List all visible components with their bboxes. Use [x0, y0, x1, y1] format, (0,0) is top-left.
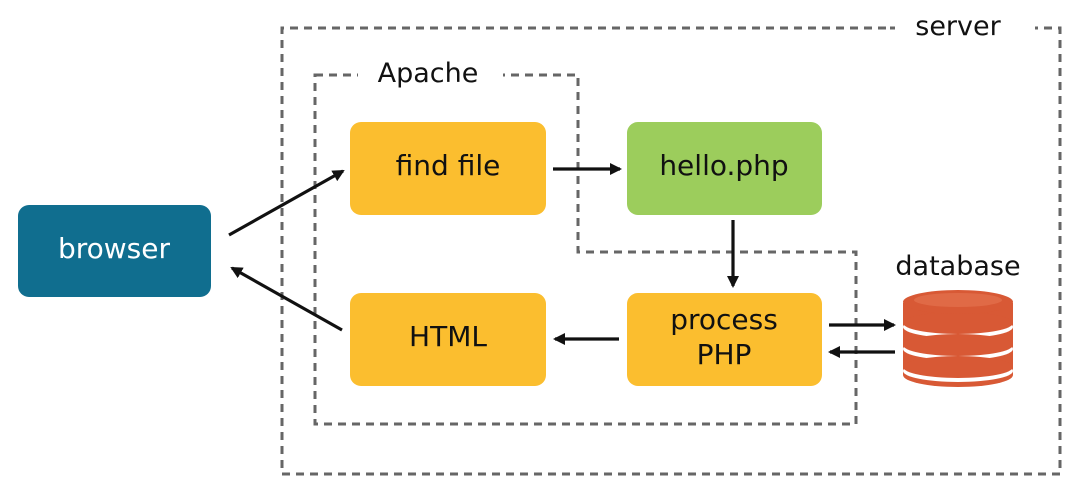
database-top-cap — [903, 290, 1013, 314]
hello-php-label: hello.php — [659, 149, 788, 182]
database-top-shine — [914, 293, 1002, 307]
process-php-node: process PHP — [627, 293, 822, 386]
arrow-html-to-browser — [230, 266, 343, 332]
find-file-node: find file — [350, 122, 546, 215]
hello-php-box — [627, 122, 822, 215]
browser-box — [18, 205, 211, 297]
browser-label: browser — [58, 232, 171, 265]
html-box — [350, 293, 546, 386]
database-icon — [903, 290, 1013, 387]
process-php-box — [627, 293, 822, 386]
browser-node: browser — [18, 205, 211, 297]
database-label: database — [895, 251, 1020, 282]
database-segment-1 — [903, 312, 1013, 334]
apache-boundary — [313, 73, 858, 426]
html-label: HTML — [409, 320, 487, 353]
server-label-mask — [895, 10, 1035, 48]
arrow-browser-to-find-file — [228, 169, 345, 237]
find-file-label: find file — [396, 149, 501, 182]
apache-label-mask — [358, 54, 503, 92]
server-label: server — [915, 11, 1001, 42]
database-segment-2 — [903, 334, 1013, 356]
process-php-label-line-1: process — [670, 303, 778, 336]
html-node: HTML — [350, 293, 546, 386]
apache-label: Apache — [378, 58, 479, 89]
find-file-box — [350, 122, 546, 215]
database-segment-3 — [903, 356, 1013, 378]
process-php-label-line-2: PHP — [697, 338, 752, 371]
hello-php-node: hello.php — [627, 122, 822, 215]
